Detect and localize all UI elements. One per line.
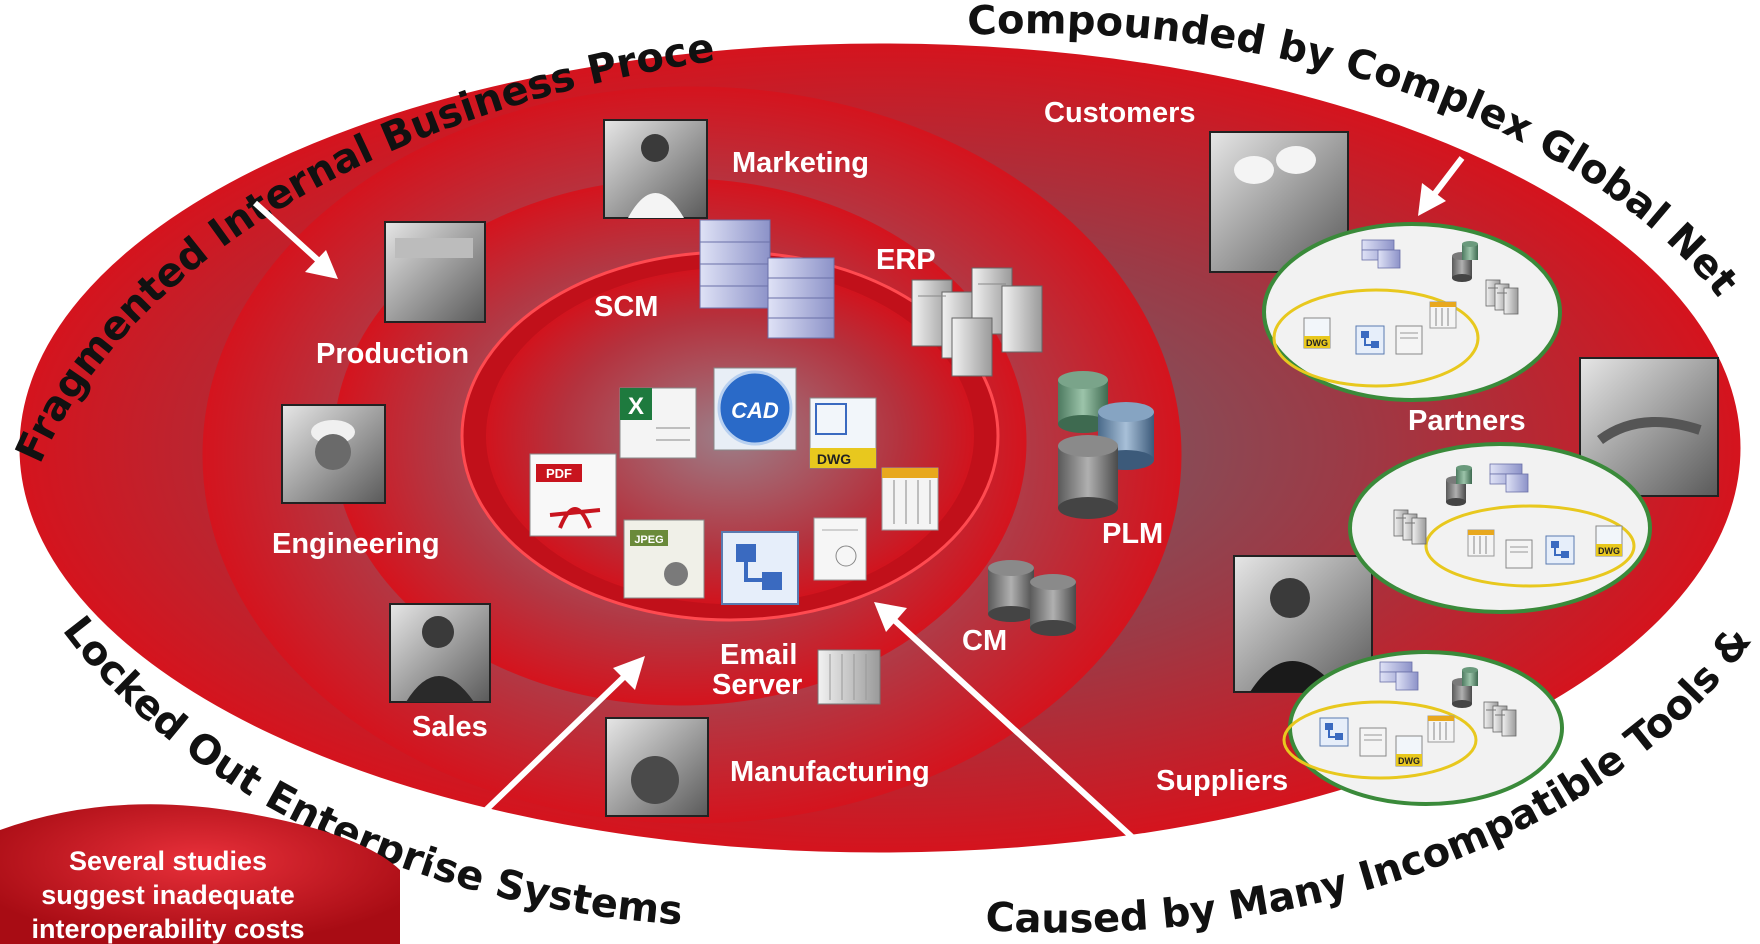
- sales-photo: [389, 603, 491, 703]
- callout-line-1: Several studies: [69, 846, 267, 876]
- arrow-to-departments: [252, 200, 338, 279]
- svg-text:X: X: [628, 393, 644, 420]
- jpeg-file-icon: JPEG: [623, 519, 705, 599]
- suppliers-label: Suppliers: [1156, 765, 1288, 797]
- excel-file-icon: X: [619, 387, 697, 459]
- email-label-line1: Email: [720, 639, 797, 671]
- svg-text:JPEG: JPEG: [634, 534, 663, 546]
- arrow-from-users: [429, 656, 645, 865]
- cm-database-icon: [988, 560, 1076, 636]
- svg-text:CAD: CAD: [731, 398, 779, 423]
- cm-label: CM: [962, 625, 1007, 657]
- production-label: Production: [316, 338, 469, 370]
- cad-file-icon: CAD: [713, 367, 797, 451]
- marketing-photo: [603, 119, 708, 219]
- partners-cluster: [1348, 442, 1652, 614]
- svg-text:DWG: DWG: [817, 451, 851, 467]
- email-label-line2: Server: [712, 669, 802, 701]
- partners-label: Partners: [1408, 405, 1526, 437]
- plm-database-icon: [1058, 371, 1154, 519]
- erp-label: ERP: [876, 244, 936, 276]
- arrow-to-network: [1418, 156, 1465, 216]
- callout-line-2: suggest inadequate: [41, 880, 295, 910]
- manufacturing-photo: [605, 717, 709, 817]
- marketing-label: Marketing: [732, 147, 869, 179]
- suppliers-cluster: [1282, 650, 1564, 806]
- customers-label: Customers: [1044, 97, 1196, 129]
- schematic-file-icon: [813, 517, 867, 581]
- production-photo: [384, 221, 486, 323]
- callout-bubble: Several studies suggest inadequate inter…: [0, 804, 400, 944]
- engineering-photo: [281, 404, 386, 504]
- scm-label: SCM: [594, 291, 658, 323]
- pdf-file-icon: PDF: [529, 453, 617, 537]
- dwg-file-icon: DWG: [809, 397, 877, 469]
- flowchart-file-icon: [721, 531, 799, 605]
- scm-server-icon: [699, 219, 835, 339]
- callout-line-3: interoperability costs: [31, 914, 304, 944]
- arrow-from-tools: [874, 602, 1180, 881]
- svg-text:PDF: PDF: [546, 466, 572, 481]
- board-file-icon: [881, 467, 939, 531]
- email-server-icon: [817, 649, 881, 705]
- plm-label: PLM: [1102, 518, 1163, 550]
- manufacturing-label: Manufacturing: [730, 756, 930, 788]
- sales-label: Sales: [412, 711, 488, 743]
- engineering-label: Engineering: [272, 528, 440, 560]
- erp-server-icon: [911, 267, 1043, 377]
- customers-cluster: [1262, 222, 1562, 402]
